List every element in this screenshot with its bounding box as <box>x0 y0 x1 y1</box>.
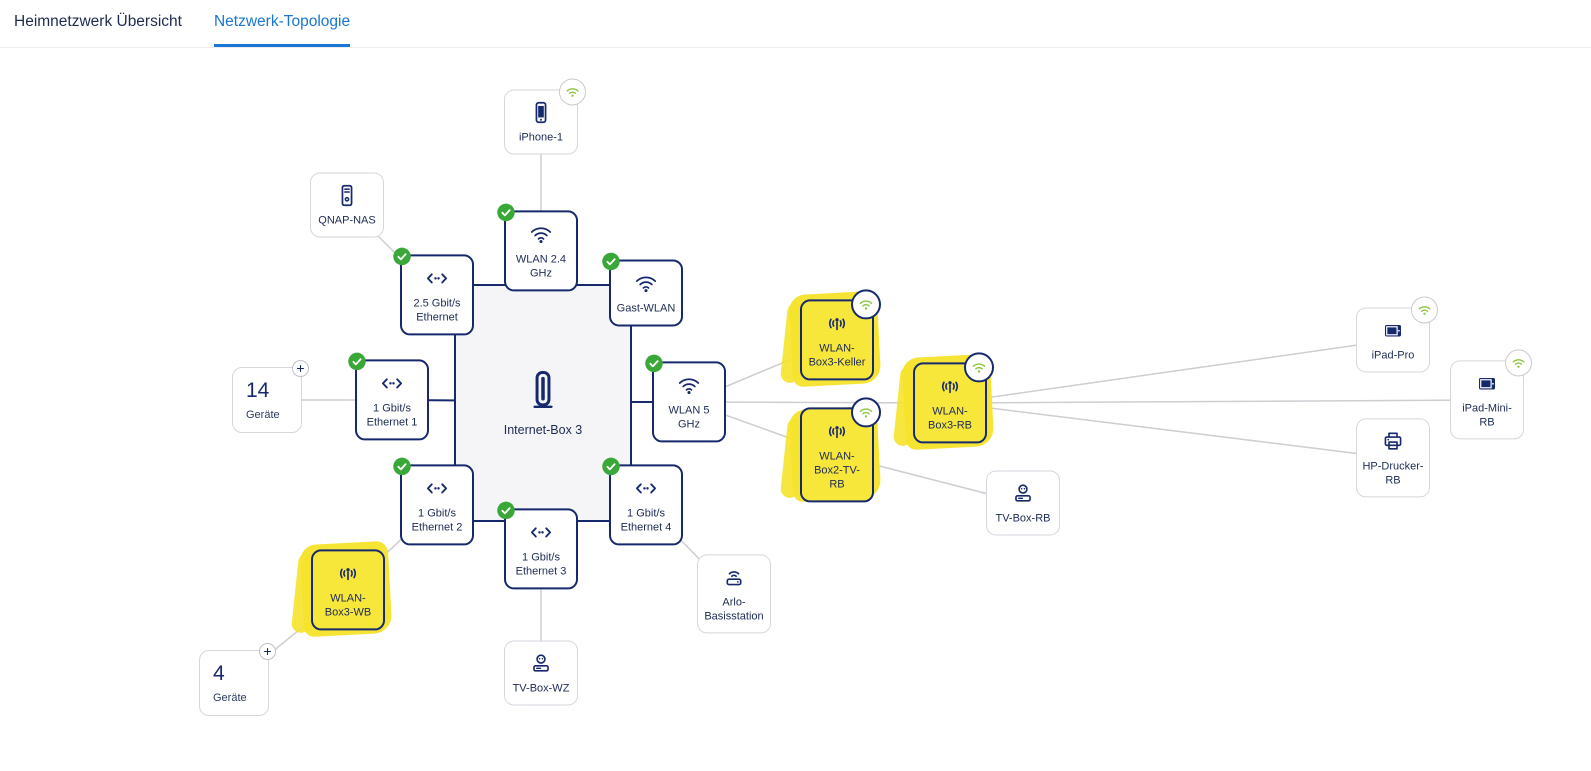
wifi-icon <box>528 221 554 247</box>
node-arlo-basisstation[interactable]: Arlo-Basisstation <box>697 554 771 634</box>
node-wlan-box3-keller[interactable]: WLAN-Box3-Keller <box>800 289 881 381</box>
device-count-label: Geräte <box>213 691 247 704</box>
node-label: iPad-Mini-RB <box>1462 402 1512 429</box>
ethernet-icon <box>424 265 450 291</box>
node-ipad-pro[interactable]: iPad-Pro <box>1356 296 1438 373</box>
node-label: TV-Box-WZ <box>512 682 570 695</box>
node-label: WLAN-Box3-Keller <box>808 342 866 369</box>
status-ok-icon <box>392 246 412 266</box>
wifi-icon <box>676 372 702 398</box>
device-count: 14 <box>246 379 270 403</box>
node-label: 1 Gbit/s Ethernet 2 <box>411 507 463 534</box>
expand-plus-icon[interactable] <box>292 360 309 377</box>
tab-netzwerk-topologie[interactable]: Netzwerk-Topologie <box>213 0 351 47</box>
node-label: iPad-Pro <box>1371 349 1415 362</box>
node-qnap-nas[interactable]: QNAP-NAS <box>310 172 384 238</box>
tab-heimnetzwerk-uebersicht[interactable]: Heimnetzwerk Übersicht <box>14 13 182 30</box>
node-label: HP-Drucker-RB <box>1362 460 1424 487</box>
repeater-icon <box>824 418 850 444</box>
wifi-signal-badge <box>559 78 586 106</box>
node-wlan-box2-tv-rb[interactable]: WLAN-Box2-TV-RB <box>800 397 881 503</box>
printer-icon <box>1380 428 1406 454</box>
tv-box-icon <box>1010 480 1036 506</box>
status-ok-icon <box>347 351 367 371</box>
node-label: iPhone-1 <box>518 131 564 144</box>
router-icon <box>522 369 564 411</box>
repeater-icon <box>824 310 850 336</box>
tab-bar: Heimnetzwerk Übersicht Netzwerk-Topologi… <box>0 0 1591 48</box>
status-ok-icon <box>644 353 664 373</box>
node-label: Internet-Box 3 <box>503 423 583 437</box>
status-ok-icon <box>601 456 621 476</box>
device-count: 4 <box>213 662 225 686</box>
node-tv-box-wz[interactable]: TV-Box-WZ <box>504 640 578 706</box>
port-ethernet-3[interactable]: 1 Gbit/s Ethernet 3 <box>504 508 578 590</box>
node-label: Gast-WLAN <box>616 302 676 315</box>
ethernet-icon <box>528 519 554 545</box>
status-ok-icon <box>392 456 412 476</box>
node-internet-box-3[interactable]: Internet-Box 3 <box>454 284 632 522</box>
phone-icon <box>528 99 554 125</box>
node-iphone-1[interactable]: iPhone-1 <box>504 78 586 155</box>
node-label: WLAN 5 GHz <box>668 404 710 431</box>
base-station-icon <box>721 564 747 590</box>
port-gast-wlan[interactable]: Gast-WLAN <box>609 259 683 327</box>
port-ethernet-1[interactable]: 1 Gbit/s Ethernet 1 <box>355 359 429 441</box>
tablet-icon <box>1474 370 1500 396</box>
ethernet-icon <box>633 475 659 501</box>
port-ethernet-2-5-gbit[interactable]: 2.5 Gbit/s Ethernet <box>400 254 474 336</box>
wifi-signal-badge <box>851 289 881 320</box>
tv-box-icon <box>528 650 554 676</box>
node-devices-group-14[interactable]: 14 Geräte <box>232 360 309 433</box>
node-label: WLAN-Box2-TV-RB <box>814 450 860 491</box>
node-label: WLAN 2.4 GHz <box>515 253 567 280</box>
wifi-signal-badge <box>851 397 881 428</box>
repeater-icon <box>937 373 963 399</box>
node-tv-box-rb[interactable]: TV-Box-RB <box>986 470 1060 536</box>
node-ipad-mini-rb[interactable]: iPad-Mini-RB <box>1450 349 1532 440</box>
node-devices-group-4[interactable]: 4 Geräte <box>199 643 276 716</box>
node-label: 1 Gbit/s Ethernet 4 <box>620 507 672 534</box>
node-label: TV-Box-RB <box>995 512 1051 525</box>
node-label: WLAN-Box3-RB <box>927 405 973 432</box>
port-ethernet-2[interactable]: 1 Gbit/s Ethernet 2 <box>400 464 474 546</box>
port-wlan-2-4-ghz[interactable]: WLAN 2.4 GHz <box>504 210 578 292</box>
topology-canvas: Internet-Box 3 WLAN 2.4 GHz 2.5 Gbit/s E… <box>0 48 1591 771</box>
node-label: 1 Gbit/s Ethernet 3 <box>515 551 567 578</box>
port-wlan-5-ghz[interactable]: WLAN 5 GHz <box>652 361 726 443</box>
wifi-icon <box>633 270 659 296</box>
node-wlan-box3-wb[interactable]: WLAN-Box3-WB <box>311 549 385 631</box>
repeater-icon <box>335 560 361 586</box>
node-label: Arlo-Basisstation <box>704 596 764 623</box>
wifi-signal-badge <box>1505 349 1532 377</box>
nas-icon <box>334 182 360 208</box>
node-label: 1 Gbit/s Ethernet 1 <box>366 402 418 429</box>
tablet-icon <box>1380 317 1406 343</box>
node-hp-drucker-rb[interactable]: HP-Drucker-RB <box>1356 418 1430 498</box>
status-ok-icon <box>496 500 516 520</box>
status-ok-icon <box>496 202 516 222</box>
wifi-signal-badge <box>1411 296 1438 324</box>
node-label: QNAP-NAS <box>318 214 376 227</box>
expand-plus-icon[interactable] <box>259 643 276 660</box>
wifi-signal-badge <box>964 352 994 383</box>
port-ethernet-4[interactable]: 1 Gbit/s Ethernet 4 <box>609 464 683 546</box>
device-count-label: Geräte <box>246 408 280 421</box>
ethernet-icon <box>424 475 450 501</box>
status-ok-icon <box>601 251 621 271</box>
node-wlan-box3-rb[interactable]: WLAN-Box3-RB <box>913 352 994 444</box>
node-label: 2.5 Gbit/s Ethernet <box>413 297 461 324</box>
node-label: WLAN-Box3-WB <box>324 592 372 619</box>
ethernet-icon <box>379 370 405 396</box>
